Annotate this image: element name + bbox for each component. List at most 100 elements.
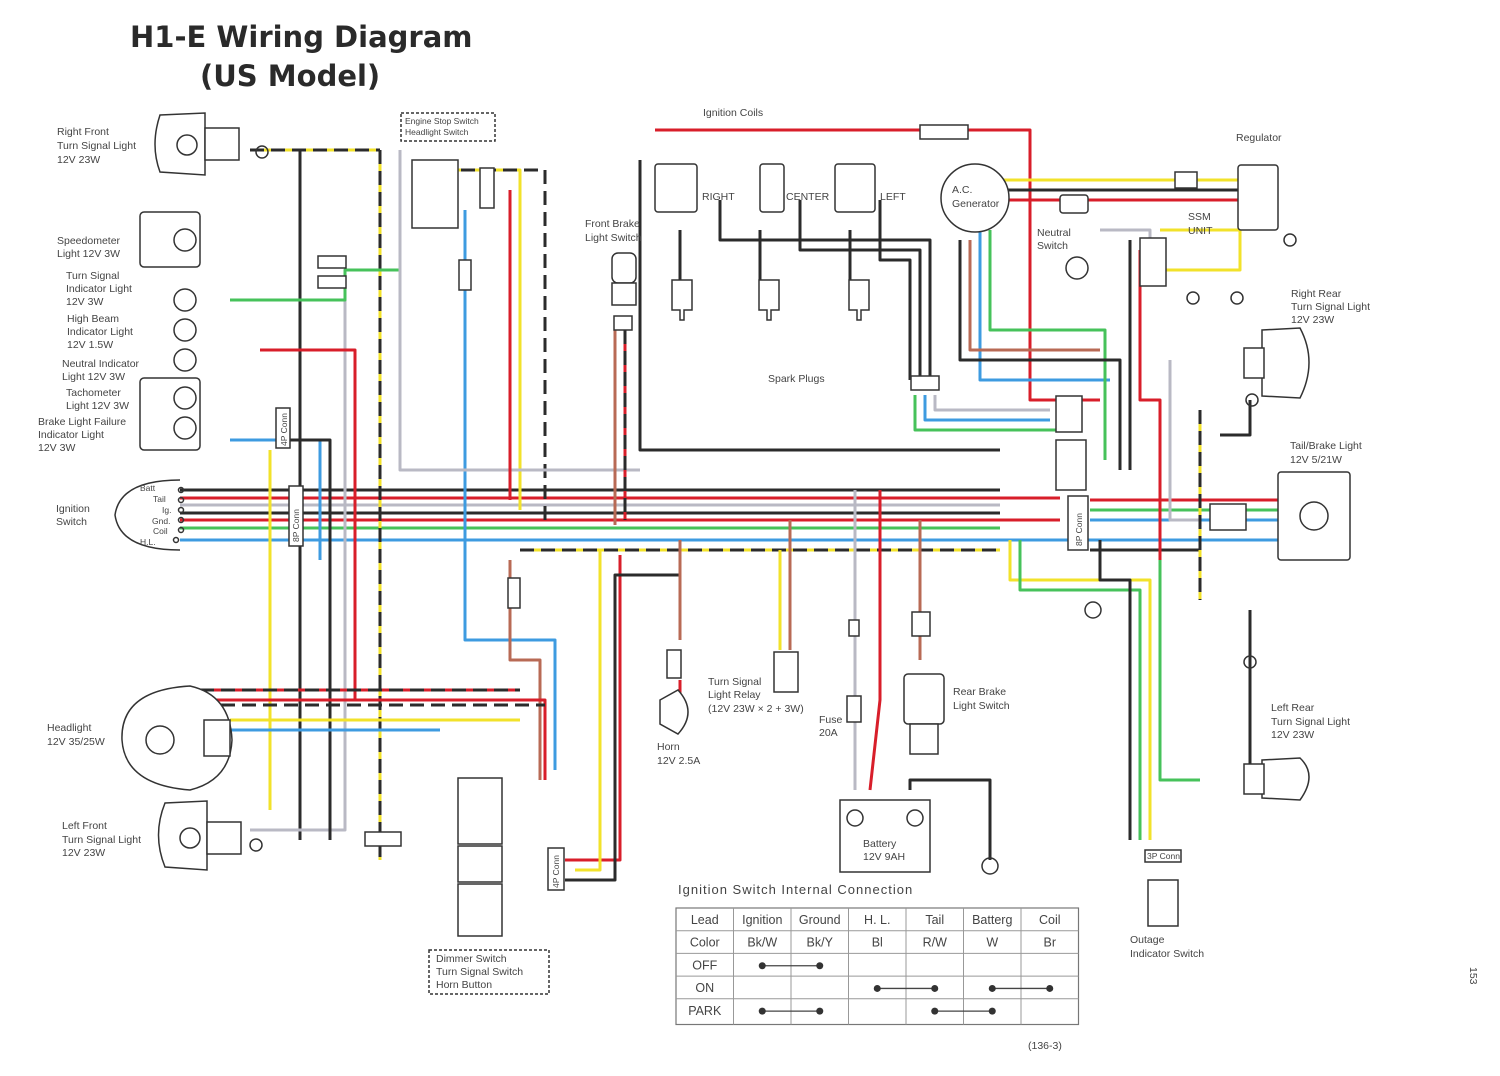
outage-label-2: Indicator Switch <box>1130 948 1204 960</box>
ssm-label-1: SSM <box>1188 211 1211 223</box>
table-link-dot <box>758 1007 766 1015</box>
ign-terminal-coil: Coil <box>153 526 168 536</box>
fuse-label-2: 20A <box>819 727 838 739</box>
left-rear-label-1: Left Rear <box>1271 702 1315 714</box>
speedometer-label-2: Light 12V 3W <box>57 248 120 260</box>
left-rear-label-3: 12V 23W <box>1271 729 1314 741</box>
horn-label-2: 12V 2.5A <box>657 755 700 767</box>
turn-indicator-label-1: Turn Signal <box>66 270 119 282</box>
wire-harness <box>180 128 1280 882</box>
tail-brake-light <box>1209 471 1351 561</box>
connector-pair <box>317 255 347 289</box>
table-color-cell: Bk/W <box>747 936 777 950</box>
ground-symbol <box>1084 601 1102 619</box>
battery <box>839 799 999 875</box>
right-rear-label-3: 12V 23W <box>1291 314 1334 326</box>
right-rear-label-1: Right Rear <box>1291 288 1342 300</box>
ignition-switch-label-1: Ignition <box>56 503 90 515</box>
ign-terminal-gnd: Gnd. <box>152 516 170 526</box>
spark-plugs-label: Spark Plugs <box>768 373 825 385</box>
page-number: 153 <box>1467 967 1479 985</box>
right-front-label-3: 12V 23W <box>57 154 100 166</box>
front-brake-label-2: Light Switch <box>585 232 642 244</box>
rear-brake-switch <box>903 611 945 755</box>
table-link-dot <box>758 962 766 970</box>
dimmer-label-2: Turn Signal Switch <box>436 966 523 978</box>
engine-stop-label-1: Engine Stop Switch <box>405 116 479 126</box>
ign-terminal-batt: Batt <box>140 483 156 493</box>
ignition-switch <box>114 479 304 551</box>
title-line1: H1-E Wiring Diagram <box>130 20 473 54</box>
regulator <box>1174 164 1297 247</box>
table-color-cell: W <box>986 936 998 950</box>
neutral-indicator-label-2: Light 12V 3W <box>62 371 125 383</box>
brake-failure-label-1: Brake Light Failure <box>38 416 126 428</box>
ignition-coils-label: Ignition Coils <box>703 107 763 119</box>
table-link-dot <box>873 984 881 992</box>
neutral-indicator-label-1: Neutral Indicator <box>62 358 140 370</box>
figure-code: (136-3) <box>1028 1040 1062 1052</box>
table-header-cell: Batterg <box>972 913 1012 927</box>
table-link-dot <box>816 962 824 970</box>
regulator-label: Regulator <box>1236 132 1282 144</box>
4p-conn-label-2: 4P Conn <box>551 855 561 888</box>
ssm-unit <box>1139 237 1244 305</box>
title-line2: (US Model) <box>200 59 380 93</box>
instrument-cluster <box>139 211 201 451</box>
turn-indicator-label-3: 12V 3W <box>66 296 103 308</box>
4p-conn-label-1: 4P Conn <box>279 413 289 446</box>
table-header-cell: Tail <box>925 913 944 927</box>
table-link-dot <box>931 984 939 992</box>
brake-failure-label-2: Indicator Light <box>38 429 104 441</box>
neutral-switch <box>1059 194 1089 280</box>
ac-generator-label-1: A.C. <box>952 184 972 196</box>
horn-label-1: Horn <box>657 741 680 753</box>
speedometer-label-1: Speedometer <box>57 235 121 247</box>
left-front-turn-signal <box>157 800 402 871</box>
central-junction <box>1055 395 1089 551</box>
table-link-dot <box>1046 984 1054 992</box>
table-header-cell: H. L. <box>864 913 890 927</box>
battery-label-1: Battery <box>863 838 897 850</box>
front-brake-switch <box>611 252 637 331</box>
brake-failure-label-3: 12V 3W <box>38 442 75 454</box>
table-header-cell: Ignition <box>742 913 782 927</box>
table-row-label: PARK <box>688 1004 722 1018</box>
right-rear-turn-signal <box>1243 327 1310 407</box>
table-link-dot <box>931 1007 939 1015</box>
neutral-switch-label-2: Switch <box>1037 240 1068 252</box>
table-color-cell: Br <box>1044 936 1057 950</box>
table-header-cell: Ground <box>799 913 841 927</box>
table-link-dot <box>816 1007 824 1015</box>
turn-signal-relay <box>773 651 799 693</box>
outage-label-1: Outage <box>1130 934 1165 946</box>
ac-generator <box>940 163 1010 233</box>
fuse-label-1: Fuse <box>819 714 843 726</box>
table-caption: Ignition Switch Internal Connection <box>678 882 913 897</box>
coil-right-label: RIGHT <box>702 191 735 203</box>
outage-indicator-switch <box>1144 849 1182 927</box>
dimmer-switch-assembly <box>428 577 565 995</box>
coil-left-label: LEFT <box>880 191 906 203</box>
ign-terminal-tail: Tail <box>153 494 166 504</box>
table-color-cell: Bk/Y <box>807 936 834 950</box>
headlight <box>121 685 233 791</box>
high-beam-label-2: Indicator Light <box>67 326 133 338</box>
relay-label-3: (12V 23W × 2 + 3W) <box>708 703 804 715</box>
table-border <box>675 907 1080 1026</box>
tachometer-label-2: Light 12V 3W <box>66 400 129 412</box>
table-header-cell: Lead <box>691 913 719 927</box>
coil-center-label: CENTER <box>786 191 830 203</box>
battery-label-2: 12V 9AH <box>863 851 905 863</box>
neutral-switch-label-1: Neutral <box>1037 227 1071 239</box>
rear-brake-label-1: Rear Brake <box>953 686 1006 698</box>
rear-brake-label-2: Light Switch <box>953 700 1010 712</box>
right-front-label-2: Turn Signal Light <box>57 140 136 152</box>
table-header-cell: Coil <box>1039 913 1061 927</box>
fuse <box>846 619 862 723</box>
turn-indicator-label-2: Indicator Light <box>66 283 132 295</box>
table-row-label: OFF <box>692 958 717 972</box>
ac-generator-label-2: Generator <box>952 198 1000 210</box>
ssm-label-2: UNIT <box>1188 225 1213 237</box>
